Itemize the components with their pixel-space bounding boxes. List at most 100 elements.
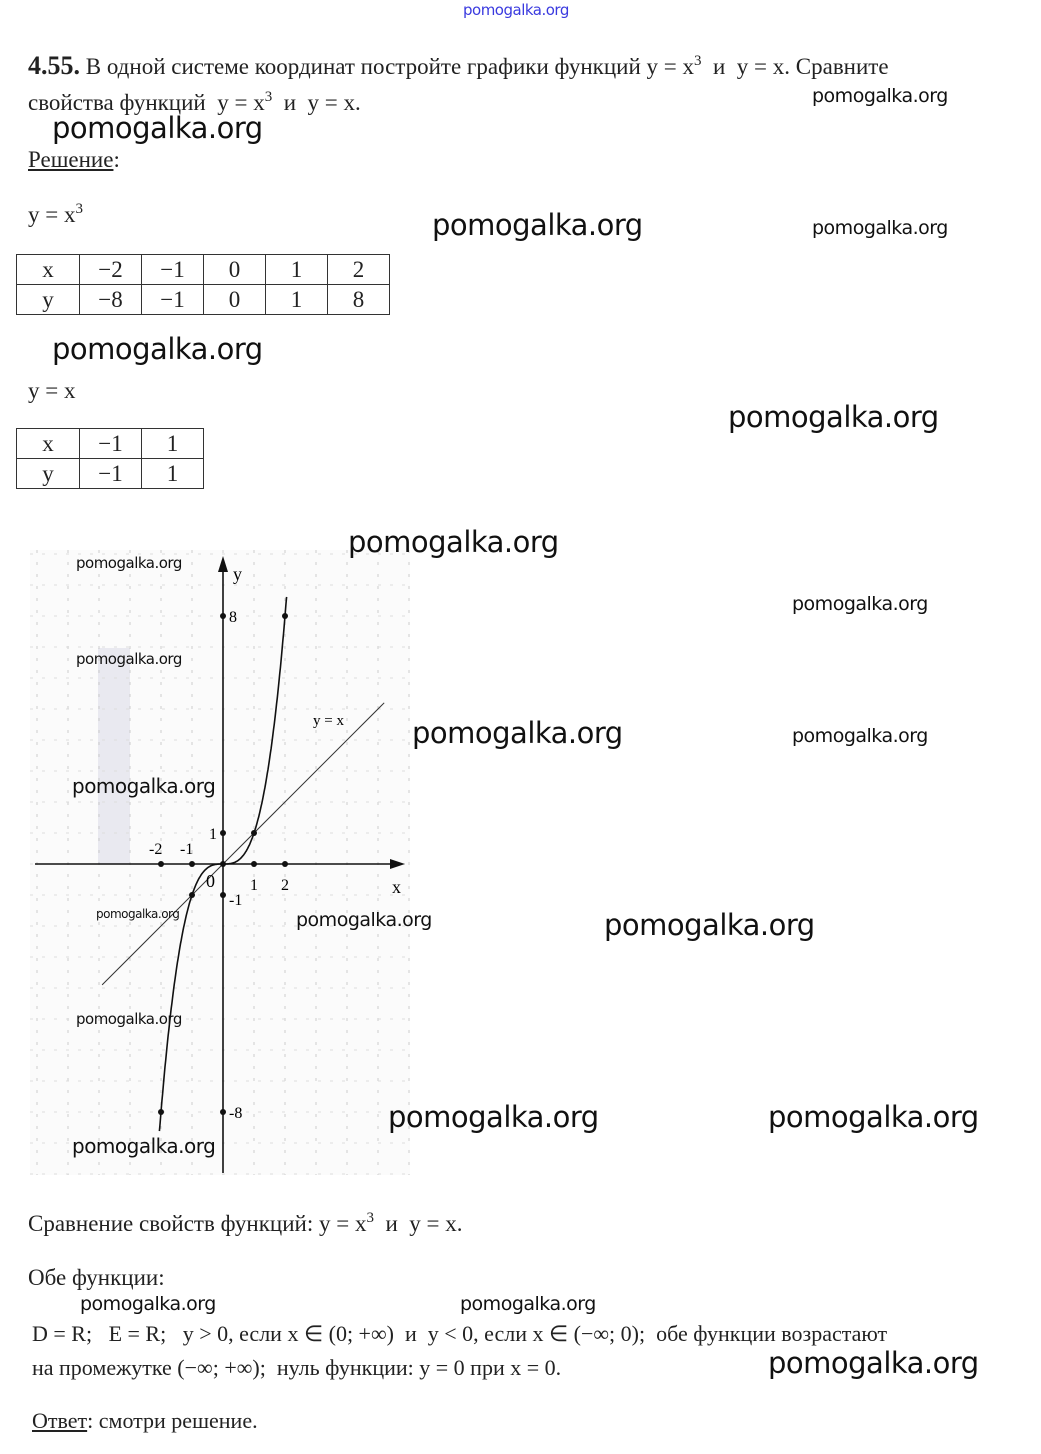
watermark: pomogalka.org [812, 217, 948, 239]
x-axis-arrow [390, 859, 405, 869]
watermark: pomogalka.org [388, 1100, 599, 1134]
table2-title: y = x [28, 378, 76, 403]
watermark: pomogalka.org [52, 111, 263, 145]
problem-text: свойства функций y = x [28, 90, 265, 115]
superscript: 3 [75, 201, 83, 217]
answer: Ответ: смотри решение. [32, 1410, 258, 1432]
answer-text: : смотри решение. [87, 1408, 258, 1433]
watermark: pomogalka.org [432, 208, 643, 242]
x-tick-dot [189, 861, 195, 867]
function-label: y = x [28, 202, 76, 227]
watermark: pomogalka.org [80, 1293, 216, 1315]
table-cell: −8 [79, 284, 142, 315]
watermark: pomogalka.org [52, 332, 263, 366]
y-tick-label: -8 [229, 1105, 242, 1122]
superscript: 3 [366, 1210, 374, 1226]
watermark: pomogalka.org [792, 593, 928, 615]
problem-line-2: свойства функций y = x3 и y = x. [28, 89, 361, 115]
table-cell: −1 [79, 458, 142, 489]
watermark: pomogalka.org [812, 85, 948, 107]
superscript: 3 [693, 53, 702, 69]
line-y-eq-x [101, 702, 385, 986]
line-label-y-eq-x: y = x [313, 713, 344, 729]
axes [35, 556, 405, 1173]
y-tick-label: -1 [229, 892, 242, 909]
table-cell: −1 [141, 254, 204, 285]
properties-line-2: на промежутке (−∞; +∞); нуль функции: y … [32, 1355, 562, 1380]
data-point [251, 830, 257, 836]
properties-line-1: D = R; E = R; y > 0, если x ∈ (0; +∞) и … [32, 1321, 888, 1346]
origin-label: 0 [206, 871, 215, 891]
watermark: pomogalka.org [348, 525, 559, 559]
x-tick-label: -1 [180, 841, 193, 858]
data-point [282, 613, 288, 619]
x-tick-label: 1 [250, 877, 258, 894]
watermark: pomogalka.org [768, 1346, 979, 1380]
x-tick-dot [251, 861, 257, 867]
watermark: pomogalka.org [76, 650, 182, 668]
shaded-band [98, 648, 130, 864]
answer-label: Ответ [32, 1408, 88, 1433]
table-cell: x [16, 254, 80, 285]
y-tick-dot [220, 613, 226, 619]
table-cell: 0 [203, 284, 266, 315]
comparison-title: Сравнение свойств функций: y = x3 и y = … [28, 1210, 462, 1236]
watermark: pomogalka.org [460, 1293, 596, 1315]
x-tick-dot [158, 861, 164, 867]
solution-heading: Решение: [28, 148, 120, 171]
graph-background [30, 550, 410, 1175]
y-tick-label: 1 [209, 826, 217, 843]
watermark: pomogalka.org [768, 1100, 979, 1134]
table-cell: 1 [265, 254, 328, 285]
watermark: pomogalka.org [604, 908, 815, 942]
table-cell: −2 [79, 254, 142, 285]
problem-text: В одной системе координат постройте граф… [85, 54, 694, 79]
y-tick-dot [220, 892, 226, 898]
watermark: pomogalka.org [412, 716, 623, 750]
superscript: 3 [264, 89, 273, 105]
watermark: pomogalka.org [72, 1134, 216, 1158]
watermark: pomogalka.org [463, 1, 569, 19]
x-tick-dot [282, 861, 288, 867]
series [101, 596, 385, 1132]
table-cell: 2 [327, 254, 390, 285]
watermark: pomogalka.org [76, 554, 182, 572]
table-cell: 0 [203, 254, 266, 285]
both-functions-label: Обе функции: [28, 1265, 165, 1290]
y-axis-label: y [233, 564, 242, 584]
y-tick-dot [220, 1109, 226, 1115]
comparison-text: Сравнение свойств функций: y = x [28, 1211, 367, 1236]
solution-label: Решение [28, 147, 114, 172]
problem-number: 4.55. [28, 51, 80, 80]
watermark: pomogalka.org [792, 725, 928, 747]
colon: : [113, 147, 120, 172]
table-cell: −1 [79, 428, 142, 459]
watermark: pomogalka.org [296, 909, 432, 931]
table-cell: −1 [141, 284, 204, 315]
table-cell: 1 [141, 428, 204, 459]
data-point [189, 892, 195, 898]
problem-line-1: 4.55. В одной системе координат постройт… [28, 53, 889, 79]
watermark: pomogalka.org [728, 400, 939, 434]
table-cell: x [16, 428, 80, 459]
data-point [158, 1109, 164, 1115]
x-tick-label: -2 [149, 841, 162, 858]
y-tick-dot [220, 830, 226, 836]
table-cell: y [16, 284, 80, 315]
watermark: pomogalka.org [76, 1010, 182, 1028]
x-axis-label: x [392, 877, 401, 897]
watermark: pomogalka.org [72, 774, 216, 798]
y-tick-label: 8 [229, 609, 237, 626]
table1-title: y = x3 [28, 201, 83, 227]
table-cell: 8 [327, 284, 390, 315]
table-cell: 1 [141, 458, 204, 489]
table-cell: 1 [265, 284, 328, 315]
